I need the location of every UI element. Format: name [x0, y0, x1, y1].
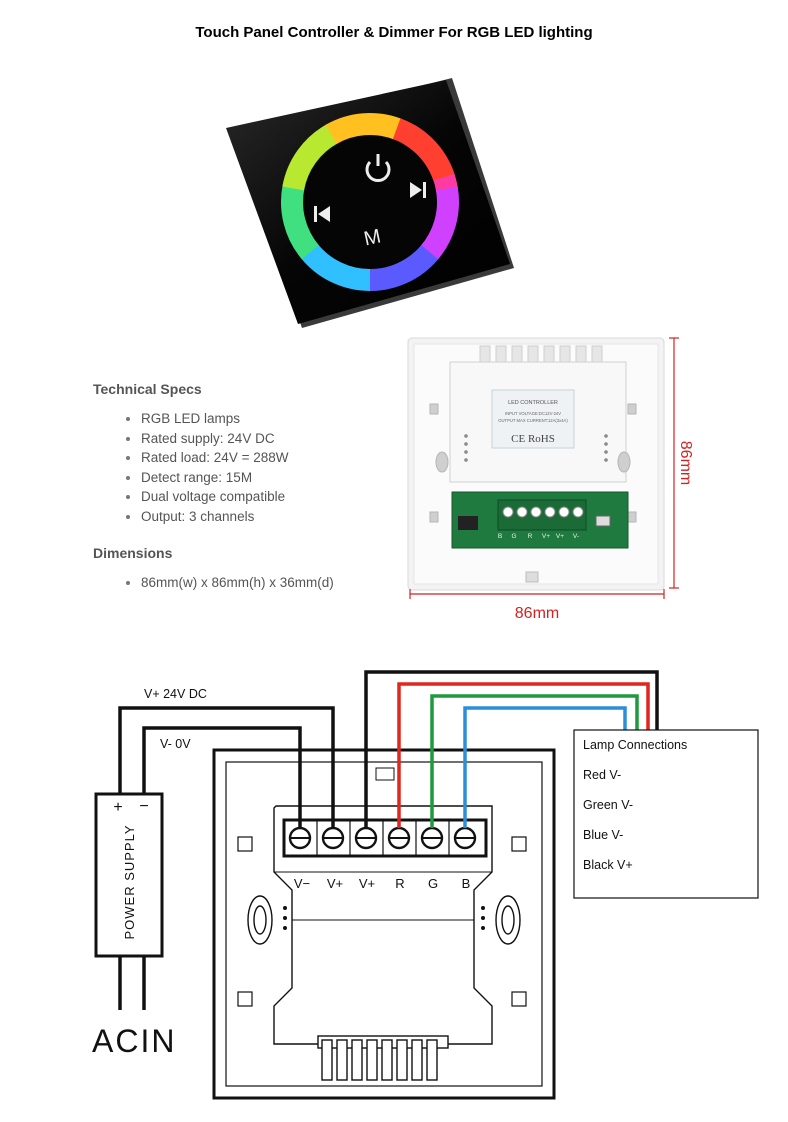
spec-item: Output: 3 channels: [141, 509, 393, 526]
lamp-connection-red: Red V-: [583, 768, 621, 782]
dimension-item: 86mm(w) x 86mm(h) x 36mm(d): [141, 575, 393, 592]
spec-item: RGB LED lamps: [141, 411, 393, 428]
product-label: [491, 389, 575, 449]
terminal-label-b: B: [462, 876, 471, 891]
terminal-label-r: R: [395, 876, 404, 891]
label-marks: CE RoHS: [511, 433, 555, 445]
dimensions-list: 86mm(w) x 86mm(h) x 36mm(d): [93, 575, 393, 592]
terminal-label-vplus-1: V+: [327, 876, 343, 891]
lamp-connection-blue: Blue V-: [583, 828, 623, 842]
label-line2: OUTPUT MAX CURRENT:12A(3x4A): [498, 418, 568, 423]
blue-wire: [463, 706, 627, 828]
dimension-lines: [409, 337, 679, 599]
specs-section: Technical Specs RGB LED lamps Rated supp…: [93, 381, 393, 612]
terminal-screws: [502, 506, 584, 518]
pcb-label-vplus-1: V+: [542, 533, 550, 540]
green-wire: [430, 694, 639, 828]
terminal-label-g: G: [428, 876, 438, 891]
label-title: LED CONTROLLER: [508, 400, 558, 406]
terminal-label-vplus-2: V+: [359, 876, 375, 891]
dimensions-heading: Dimensions: [93, 545, 173, 561]
spec-item: Rated load: 24V = 288W: [141, 450, 393, 467]
black-wire: [364, 670, 659, 828]
terminal-block: [282, 818, 488, 858]
supply-wires: [118, 706, 335, 828]
page-title: Touch Panel Controller & Dimmer For RGB …: [195, 24, 593, 41]
lamp-connection-black: Black V+: [583, 858, 633, 872]
height-dimension-label: 86mm: [677, 441, 694, 485]
spec-item: Dual voltage compatible: [141, 489, 393, 506]
pcb-label-g: G: [511, 533, 516, 540]
controller-back-photo: LED CONTROLLER INPUT VOLTAGE:DC12V-24V O…: [407, 337, 694, 622]
spec-item: Detect range: 15M: [141, 470, 393, 487]
wiring-diagram: V− V+ V+ R G B V+ 24V DC V- 0V + − POWER…: [92, 670, 759, 1100]
lamp-connection-green: Green V-: [583, 798, 633, 812]
touch-panel-photo: M: [226, 78, 514, 328]
width-dimension-label: 86mm: [515, 605, 559, 622]
spec-item: Rated supply: 24V DC: [141, 431, 393, 448]
ac-input-label: ACIN: [92, 1023, 176, 1059]
supply-positive-label: V+ 24V DC: [144, 687, 207, 701]
supply-negative-label: V- 0V: [160, 737, 191, 751]
label-line1: INPUT VOLTAGE:DC12V-24V: [505, 411, 561, 416]
lamp-connections-title: Lamp Connections: [583, 738, 687, 752]
rgb-ring: M: [281, 113, 459, 291]
pcb-label-r: R: [528, 533, 533, 540]
specs-heading: Technical Specs: [93, 381, 202, 397]
psu-plus-sign: +: [113, 799, 122, 816]
next-icon: [410, 182, 426, 198]
pcb-label-b: B: [498, 533, 502, 540]
psu-label: POWER SUPPLY: [122, 824, 137, 939]
bottom-pins: [317, 1035, 449, 1081]
previous-icon: [314, 206, 330, 222]
ac-wires: [118, 956, 146, 1010]
pcb-label-vplus-2: V+: [556, 533, 564, 540]
red-wire: [397, 682, 650, 828]
psu-minus-sign: −: [139, 798, 148, 815]
specs-list: RGB LED lamps Rated supply: 24V DC Rated…: [93, 411, 393, 525]
power-icon: [365, 154, 391, 182]
terminal-label-vminus: V−: [294, 876, 310, 891]
power-supply-box: [94, 792, 164, 958]
mode-icon: M: [362, 225, 383, 250]
pcb-label-vminus: V-: [573, 533, 579, 540]
lamp-connections-box: [573, 729, 759, 899]
